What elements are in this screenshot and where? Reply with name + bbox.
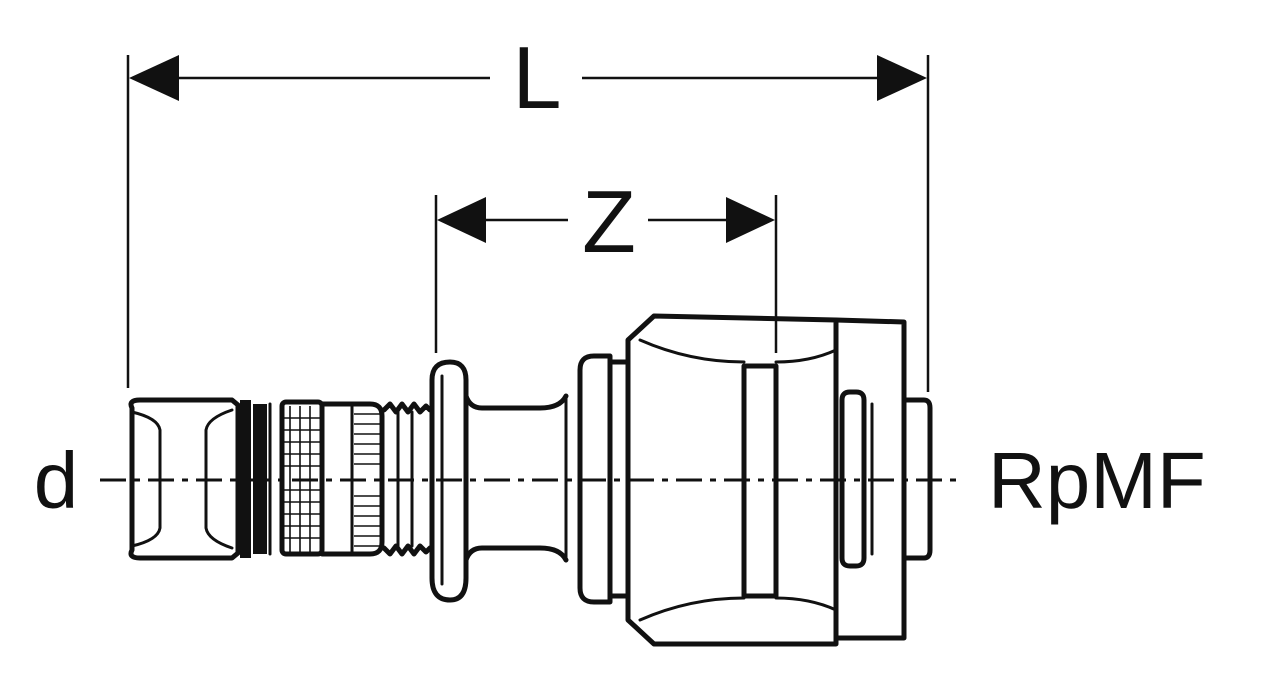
label-d: d bbox=[34, 436, 79, 525]
union-nut-chamfer-top bbox=[638, 338, 746, 364]
grip-ring bbox=[279, 399, 325, 557]
knurled-ring-outline bbox=[319, 401, 385, 557]
union-nut-chamfer-top-right bbox=[774, 348, 838, 364]
label-z: Z bbox=[582, 172, 636, 271]
flange-collar bbox=[429, 359, 469, 603]
union-nut-chamfer-bottom bbox=[638, 596, 746, 622]
body-bottom bbox=[463, 545, 569, 563]
knurl-pattern bbox=[354, 413, 380, 547]
body-flange bbox=[577, 353, 613, 605]
arrowhead-z-right bbox=[726, 197, 775, 243]
grip-ring-teeth bbox=[284, 417, 320, 539]
union-nut-chamfer-bottom-right bbox=[774, 596, 838, 612]
press-sleeve bbox=[128, 397, 241, 561]
arrowhead-l-right bbox=[877, 55, 927, 101]
dimension-z: Z bbox=[434, 172, 778, 353]
union-nut bbox=[625, 313, 839, 647]
dimension-l: L bbox=[126, 28, 930, 392]
knurled-ring bbox=[319, 401, 385, 557]
arrowhead-z-left bbox=[437, 197, 486, 243]
body-top bbox=[463, 393, 569, 411]
arrowhead-l-left bbox=[129, 55, 179, 101]
thread-bottom bbox=[381, 543, 433, 557]
tail-o-ring bbox=[839, 389, 867, 569]
grip-ring-outline bbox=[279, 399, 325, 557]
label-rpmf: RpMF bbox=[988, 436, 1206, 525]
label-l: L bbox=[513, 28, 562, 127]
thread-top bbox=[381, 401, 433, 415]
